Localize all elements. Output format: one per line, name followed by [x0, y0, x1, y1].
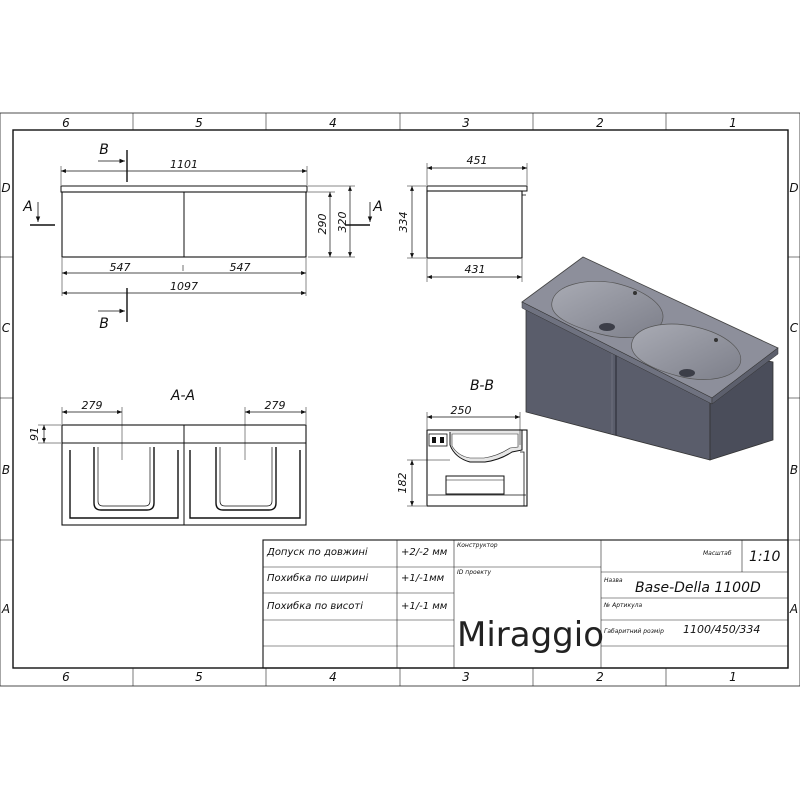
dim-section-a-left: 279 [82, 399, 103, 412]
section-b-b-label: B-B [470, 378, 494, 394]
dim-drawer-right: 547 [230, 261, 251, 274]
tolerance-width-label: Похибка по ширині [267, 572, 368, 584]
tolerance-height-value: +1/-1 мм [401, 601, 448, 612]
row-label-c: C [2, 321, 11, 335]
row-label-a-right: A [789, 602, 798, 616]
scale-label: Масштаб [703, 550, 732, 557]
section-marker-b-top: B [99, 142, 109, 158]
tolerance-length-value: +2/-2 мм [401, 547, 448, 558]
section-a-a-label: A-A [170, 388, 195, 404]
section-a-a-view [38, 407, 307, 526]
article-label: № Артикула [603, 602, 642, 609]
brand-logo: Miraggio [457, 615, 604, 655]
row-label-d: D [1, 181, 10, 195]
column-label-4-bottom: 4 [329, 670, 337, 684]
section-b-b-view [407, 412, 528, 507]
column-label-2: 2 [596, 116, 604, 130]
column-label-6-bottom: 6 [62, 670, 70, 684]
dim-overall-top: 1101 [170, 158, 198, 171]
column-label-4: 4 [329, 116, 337, 130]
dim-total-height: 320 [336, 212, 349, 233]
tolerance-height-label: Похибка по висоті [267, 600, 363, 612]
dim-section-b-width: 250 [451, 404, 472, 417]
title-block [262, 539, 789, 669]
section-marker-b-bottom: B [99, 316, 109, 332]
row-label-d-right: D [789, 181, 798, 195]
dim-drawer-left: 547 [110, 261, 131, 274]
section-marker-a-right: A [372, 199, 383, 215]
dim-section-a-depth: 91 [28, 427, 41, 441]
column-label-5-bottom: 5 [195, 670, 203, 684]
project-id-label: ID проекту [457, 569, 492, 576]
column-label-1-bottom: 1 [729, 670, 737, 684]
section-marker-a-left: A [22, 199, 33, 215]
dim-side-width-top: 451 [467, 154, 488, 167]
cabinet-3d-render [521, 256, 779, 461]
designer-label: Конструктор [457, 542, 498, 549]
side-view [407, 163, 528, 282]
overall-size-value: 1100/450/334 [683, 623, 760, 636]
dim-section-b-height: 182 [396, 473, 409, 494]
row-label-a: A [1, 602, 10, 616]
product-name: Base-Della 1100D [635, 580, 761, 596]
dim-section-a-right: 279 [265, 399, 286, 412]
tolerance-length-label: Допуск по довжині [266, 546, 368, 558]
name-label: Назва [604, 577, 623, 584]
column-label-3-bottom: 3 [462, 670, 470, 684]
tolerance-width-value: +1/-1мм [401, 573, 445, 584]
front-view [30, 150, 373, 322]
dim-overall-bottom: 1097 [170, 280, 198, 293]
row-label-b-right: B [790, 463, 798, 477]
overall-size-label: Габаритний розмір [604, 628, 664, 635]
column-label-3: 3 [462, 116, 470, 130]
row-label-b: B [2, 463, 10, 477]
column-label-2-bottom: 2 [596, 670, 604, 684]
dim-side-width-bottom: 431 [465, 263, 486, 276]
column-label-6: 6 [62, 116, 70, 130]
row-label-c-right: C [790, 321, 799, 335]
dim-side-height: 334 [397, 212, 410, 233]
column-label-5: 5 [195, 116, 203, 130]
dim-body-height: 290 [316, 214, 329, 235]
column-label-1: 1 [729, 116, 737, 130]
scale-value: 1:10 [749, 549, 781, 565]
